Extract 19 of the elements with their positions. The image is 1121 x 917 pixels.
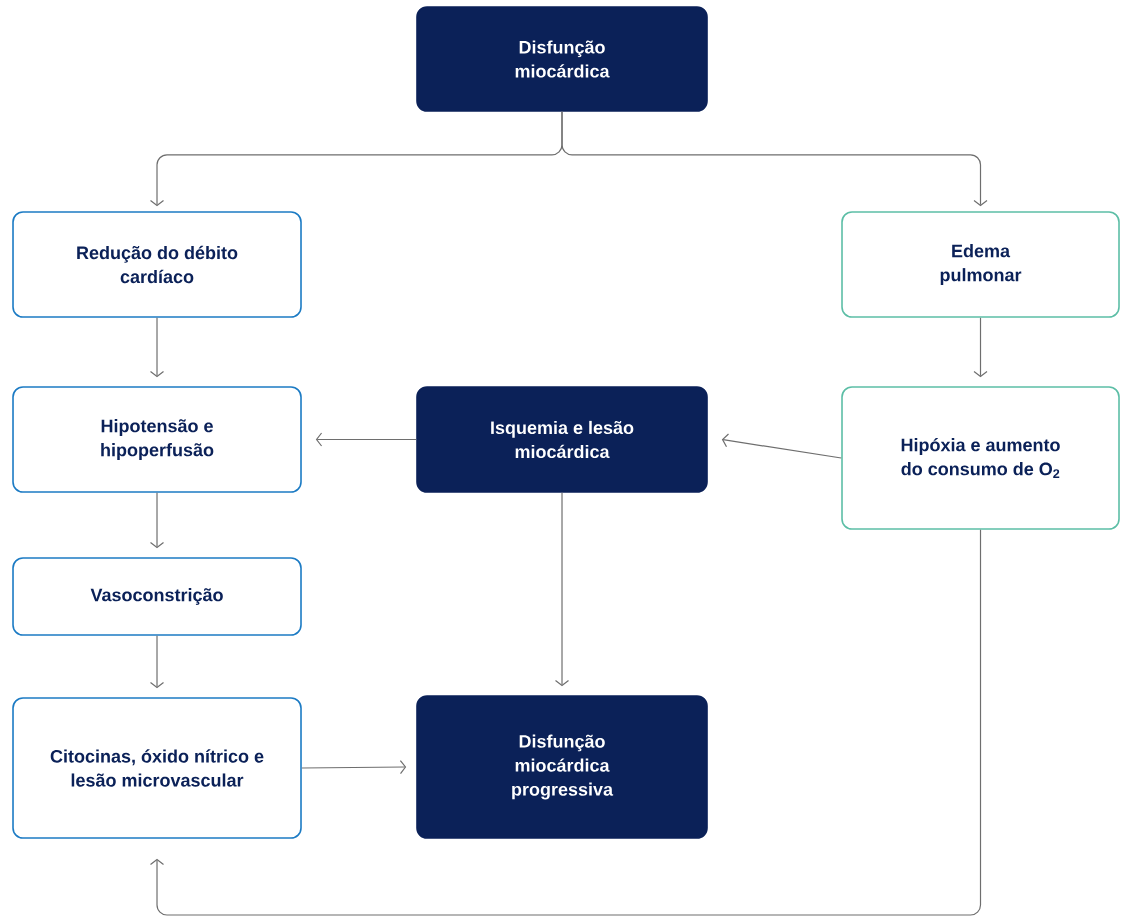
arrow [561, 111, 988, 207]
process-box: Edema pulmonar [841, 211, 1120, 318]
process-box: Redução do débito cardíaco [12, 211, 302, 318]
arrow [301, 759, 407, 775]
process-box: Disfunção miocárdica [416, 6, 708, 112]
process-box: Citocinas, óxido nítrico e lesão microvascular [12, 697, 302, 839]
arrow [721, 433, 842, 459]
process-box: Disfunção miocárdica progressiva [416, 695, 708, 839]
arrow [973, 317, 988, 378]
arrow [554, 492, 570, 687]
arrow [149, 529, 982, 916]
arrow [149, 317, 165, 378]
process-box: Isquemia e lesão miocárdica [416, 386, 708, 493]
process-box: Vasoconstrição [12, 557, 302, 636]
arrow [149, 635, 165, 689]
arrow [149, 492, 165, 549]
process-box: Hipotensão e hipoperfusão [12, 386, 302, 493]
process-box: Hipóxia e aumento do consumo de O$_{2}$ [841, 386, 1120, 530]
arrow [315, 432, 417, 447]
